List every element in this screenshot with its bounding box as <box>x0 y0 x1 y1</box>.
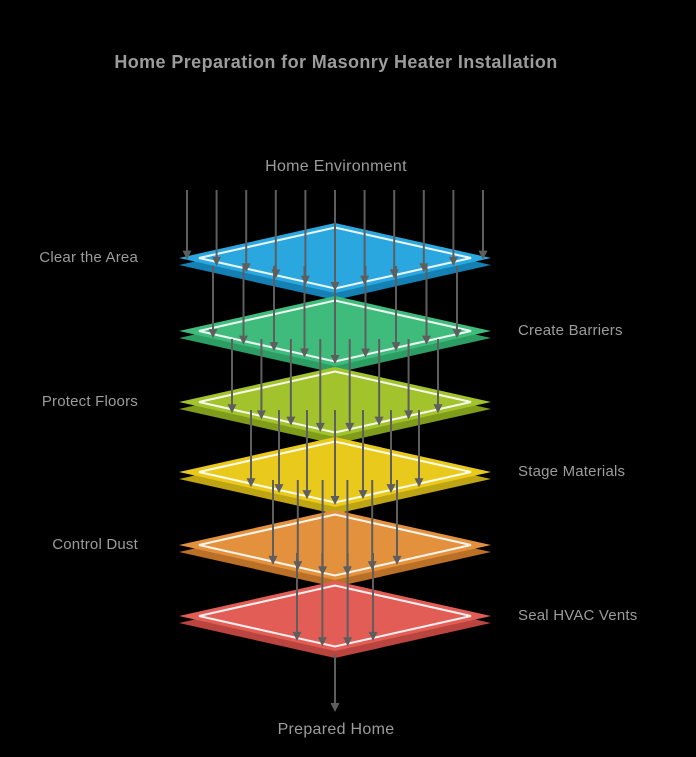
flow-arrow-head <box>302 490 312 500</box>
flow-arrow-head <box>452 329 462 339</box>
layer-label-create-barriers: Create Barriers <box>518 322 623 339</box>
layer-label-protect-floors: Protect Floors <box>41 393 138 410</box>
flow-arrow-head <box>330 355 340 364</box>
flow-arrow-head <box>448 256 458 266</box>
flow-arrow-head <box>422 335 431 345</box>
flow-arrow-head <box>478 250 488 260</box>
layer-inner-outline-4 <box>198 513 472 577</box>
flow-arrow-head <box>208 329 218 339</box>
layer-inner-outline-0 <box>198 226 472 290</box>
flow-arrow-head <box>256 410 266 420</box>
layer-inner-outline-3 <box>198 440 472 504</box>
flow-arrow-head <box>404 410 414 420</box>
flow-arrow-head <box>386 484 396 494</box>
flow-arrow-head <box>343 637 353 647</box>
layer-inner-outline-5 <box>198 584 472 648</box>
flow-arrow-head <box>317 637 327 647</box>
flow-arrow-head <box>212 256 222 266</box>
layer-face-2 <box>179 367 491 437</box>
flow-arrow-head <box>414 478 424 488</box>
flow-arrow-head <box>368 631 378 641</box>
flow-arrow-head <box>345 422 355 432</box>
flow-arrow-head <box>239 335 248 345</box>
flow-arrow-head <box>374 416 384 426</box>
layer-label-seal-hvac-vents: Seal HVAC Vents <box>518 607 638 624</box>
diagram-title: Home Preparation for Masonry Heater Inst… <box>114 52 558 72</box>
flow-arrow-head <box>269 342 279 352</box>
layer-inner-outline-1 <box>198 299 472 363</box>
flow-arrow-head <box>300 348 309 358</box>
flow-arrow-head <box>392 555 402 565</box>
flow-arrow-head <box>286 416 296 426</box>
flow-arrow-head <box>391 342 401 352</box>
flow-arrow-head <box>246 478 256 488</box>
layer-face-5 <box>179 581 491 651</box>
flow-arrow-head <box>419 263 429 273</box>
flow-arrow-head <box>241 263 251 273</box>
flow-arrow-head <box>330 703 340 712</box>
layer-label-stage-materials: Stage Materials <box>518 463 626 480</box>
flow-arrow-head <box>182 250 192 260</box>
flow-arrow-head <box>227 404 237 414</box>
result-node-label: Prepared Home <box>277 721 395 738</box>
flow-arrow-head <box>330 496 340 505</box>
flow-arrow-head <box>274 484 284 494</box>
flow-arrow-head <box>433 404 443 414</box>
flow-arrow-head <box>315 422 325 432</box>
flow-arrow-head <box>358 490 368 500</box>
flow-arrow-head <box>361 348 370 358</box>
flow-arrow-head <box>268 555 278 565</box>
source-node-label: Home Environment <box>265 158 407 175</box>
flow-arrow-head <box>292 631 302 641</box>
layer-label-control-dust: Control Dust <box>52 536 138 553</box>
layer-label-clear-the-area: Clear the Area <box>39 249 138 266</box>
layer-face-4 <box>179 510 491 580</box>
